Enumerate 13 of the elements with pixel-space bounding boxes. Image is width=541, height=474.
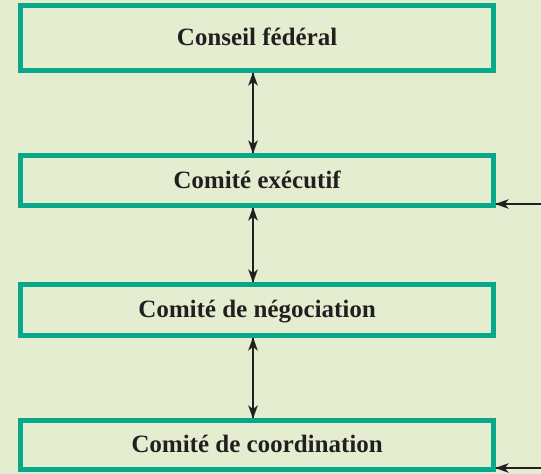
process-box [18, 3, 496, 73]
process-box [18, 153, 496, 208]
arrow [248, 72, 258, 154]
process-box [18, 282, 496, 338]
box-label: Conseil fédéral [176, 23, 338, 54]
arrow [495, 199, 541, 209]
box-label: Comité de coordination [131, 430, 383, 460]
box-label: Comité exécutif [173, 166, 341, 196]
process-box [18, 418, 496, 472]
arrow [248, 337, 258, 419]
arrow [248, 207, 258, 283]
arrow [495, 463, 541, 473]
box-label: Comité de négociation [138, 295, 376, 326]
